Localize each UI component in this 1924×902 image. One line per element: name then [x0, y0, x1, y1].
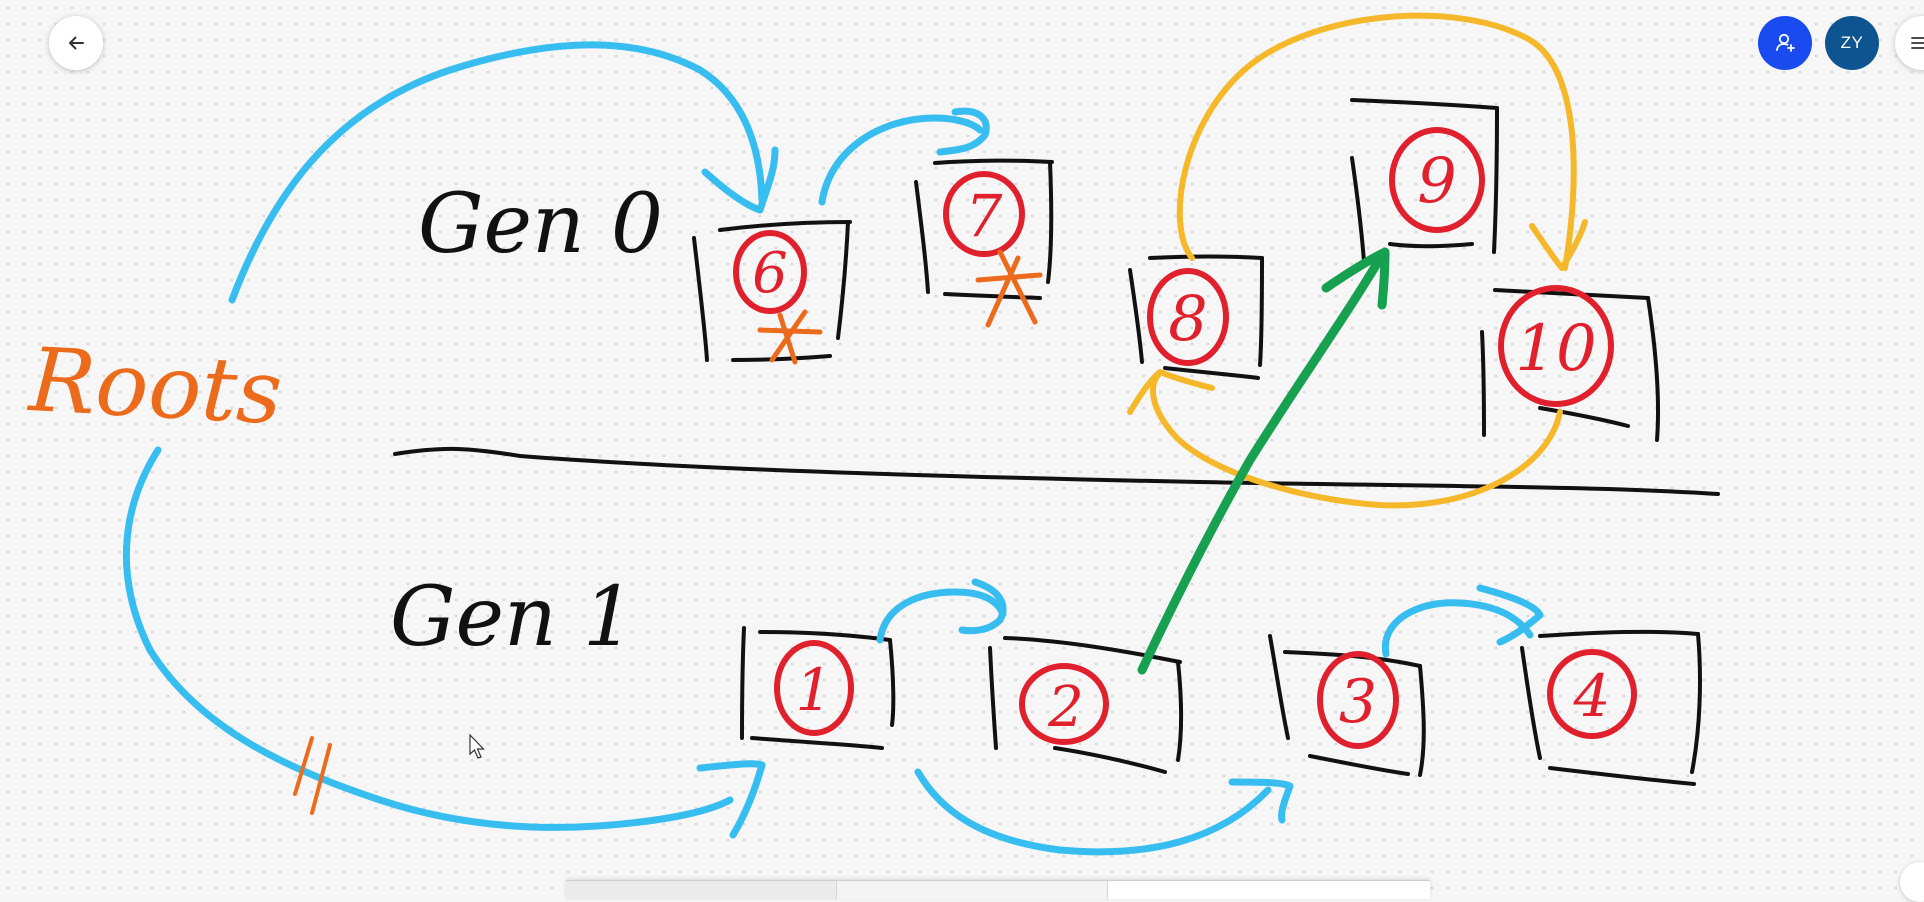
object-box-4[interactable]: 4 — [1520, 629, 1702, 786]
pointer-10-to-8-arrow — [1127, 369, 1563, 509]
object-box-6[interactable]: 6 — [692, 220, 852, 365]
pointer-1-to-2-arrow — [876, 578, 1007, 644]
sweep-mark-7-icon — [975, 249, 1043, 328]
cut-mark-icon — [293, 736, 332, 815]
generation-divider-line — [393, 446, 1720, 496]
pointer-8-to-10-arrow — [1176, 12, 1588, 271]
back-button[interactable] — [49, 16, 103, 70]
add-person-icon — [1776, 33, 1795, 52]
sweep-mark-6-icon — [757, 309, 823, 365]
gen0-label: Gen 0 — [418, 177, 663, 272]
hamburger-menu-icon — [1911, 37, 1924, 49]
object-8-number: 8 — [1168, 282, 1207, 355]
object-10-number: 10 — [1515, 312, 1596, 386]
user-avatar[interactable]: ZY — [1825, 16, 1879, 70]
tray-tab[interactable] — [566, 881, 837, 899]
object-box-9[interactable]: 9 — [1350, 98, 1499, 264]
object-box-2[interactable]: 2 — [988, 636, 1183, 774]
roots-label: Roots — [25, 328, 285, 444]
tray-tab[interactable] — [837, 881, 1108, 899]
object-6-number: 6 — [752, 241, 788, 306]
object-7-number: 7 — [966, 182, 1003, 250]
share-button[interactable] — [1758, 16, 1812, 70]
object-box-8[interactable]: 8 — [1128, 254, 1264, 380]
object-1-number: 1 — [796, 656, 833, 724]
object-box-10[interactable]: 10 — [1480, 285, 1660, 442]
mouse-cursor-icon — [469, 733, 485, 759]
pointer-3-to-4-arrow — [1381, 584, 1544, 658]
avatar-initials: ZY — [1840, 33, 1864, 52]
object-3-number: 3 — [1339, 667, 1377, 737]
pointer-1-to-3-arrow — [914, 768, 1294, 856]
object-box-3[interactable]: 3 — [1268, 634, 1426, 777]
gen1-label: Gen 1 — [390, 570, 635, 665]
object-9-number: 9 — [1417, 144, 1456, 217]
object-box-1[interactable]: 1 — [740, 626, 896, 750]
arrow-left-icon — [69, 36, 84, 50]
object-2-number: 2 — [1047, 675, 1084, 740]
pointer-6-to-7-arrow — [818, 107, 990, 206]
object-box-7[interactable]: 7 — [914, 158, 1054, 328]
root-pointer-to-6-arrow — [228, 41, 779, 304]
root-pointer-to-1-arrow — [122, 446, 766, 839]
bottom-tray[interactable] — [566, 880, 1430, 899]
promotion-2-to-9-arrow — [1137, 247, 1390, 675]
object-4-number: 4 — [1573, 662, 1611, 730]
